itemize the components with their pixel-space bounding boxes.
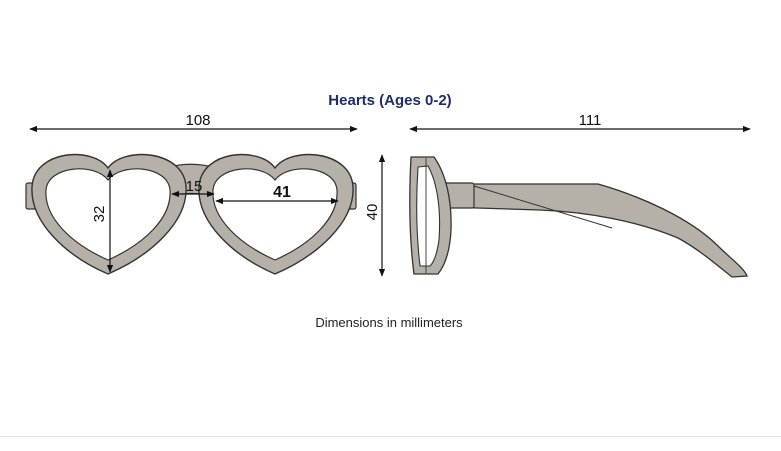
units-caption: Dimensions in millimeters bbox=[315, 315, 463, 330]
front-view: 108 15 41 32 bbox=[25, 112, 358, 275]
temple-length-label: 111 bbox=[579, 112, 602, 129]
lens-height-label: 32 bbox=[91, 206, 108, 223]
right-lens bbox=[212, 168, 338, 261]
diagram-title: Hearts (Ages 0-2) bbox=[328, 92, 451, 109]
temple-crease bbox=[473, 185, 613, 229]
frame-profile-lens bbox=[416, 165, 441, 267]
bridge-width-label: 15 bbox=[186, 178, 203, 195]
side-view: 40 111 bbox=[364, 112, 751, 278]
temple-arm bbox=[445, 183, 748, 278]
footer-divider bbox=[0, 436, 781, 437]
total-width-label: 108 bbox=[185, 112, 210, 129]
frame-height-label: 40 bbox=[364, 204, 381, 221]
lens-width-label: 41 bbox=[273, 184, 291, 201]
